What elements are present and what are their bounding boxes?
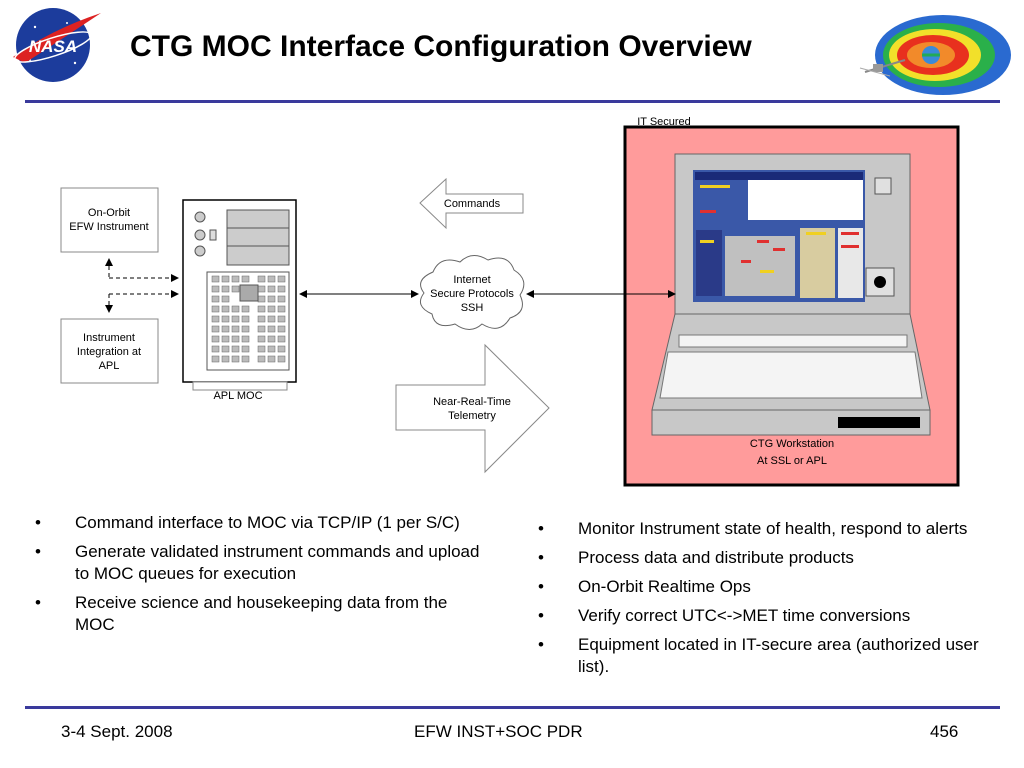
internet-cloud [419, 255, 525, 330]
nasa-logo-text: NASA [29, 37, 77, 56]
it-secured-label: IT Secured [637, 116, 691, 128]
footer-date: 3-4 Sept. 2008 [61, 722, 173, 741]
right-bullet-list: Monitor Instrument state of health, resp… [528, 518, 998, 685]
telemetry-line2: Telemetry [448, 410, 496, 422]
telemetry-arrow [395, 343, 550, 474]
apl-moc-label: APL MOC [213, 390, 262, 402]
left-bullet-2: Receive science and housekeeping data fr… [25, 592, 480, 636]
integration-line3: APL [99, 360, 120, 372]
workstation-label-line2: At SSL or APL [757, 455, 827, 467]
diagram-canvas: IT Secured CTG Workstation At SSL or APL [60, 116, 960, 487]
onorbit-box [60, 187, 159, 253]
integration-line1: Instrument [83, 332, 135, 344]
right-bullet-0: Monitor Instrument state of health, resp… [528, 518, 998, 540]
onorbit-line1: On-Orbit [88, 207, 130, 219]
telemetry-line1: Near-Real-Time [433, 396, 511, 408]
cloud-line1: Internet [453, 274, 490, 286]
cloud-line2: Secure Protocols [430, 288, 514, 300]
footer-rule [25, 706, 1000, 709]
left-bullet-0: Command interface to MOC via TCP/IP (1 p… [25, 512, 480, 534]
integration-line2: Integration at [77, 346, 141, 358]
radiation-belt-icon [859, 15, 1011, 95]
radiation-belt-graphic [855, 10, 1015, 105]
interface-diagram: IT Secured CTG Workstation At SSL or APL [0, 105, 1024, 500]
laptop-icon [651, 153, 931, 436]
commands-arrow [419, 177, 524, 230]
right-bullet-1: Process data and distribute products [528, 547, 998, 569]
header-rule [25, 100, 1000, 103]
server-icon [182, 199, 297, 391]
nasa-logo: NASA [5, 5, 105, 85]
right-bullet-4: Equipment located in IT-secure area (aut… [528, 634, 998, 678]
footer-event: EFW INST+SOC PDR [414, 722, 583, 741]
footer-page-number: 456 [930, 722, 959, 741]
left-bullet-1: Generate validated instrument commands a… [25, 541, 480, 585]
dashed-connectors [105, 258, 179, 313]
onorbit-line2: EFW Instrument [69, 221, 148, 233]
left-bullet-list: Command interface to MOC via TCP/IP (1 p… [25, 512, 480, 643]
integration-box [60, 318, 159, 384]
slide-title: CTG MOC Interface Configuration Overview [130, 30, 752, 63]
commands-label: Commands [444, 198, 501, 210]
workstation-label-line1: CTG Workstation [750, 438, 834, 450]
cloud-line3: SSH [461, 302, 484, 314]
right-bullet-2: On-Orbit Realtime Ops [528, 576, 998, 598]
nasa-meatball-icon: NASA [13, 8, 101, 82]
right-bullet-3: Verify correct UTC<->MET time conversion… [528, 605, 998, 627]
